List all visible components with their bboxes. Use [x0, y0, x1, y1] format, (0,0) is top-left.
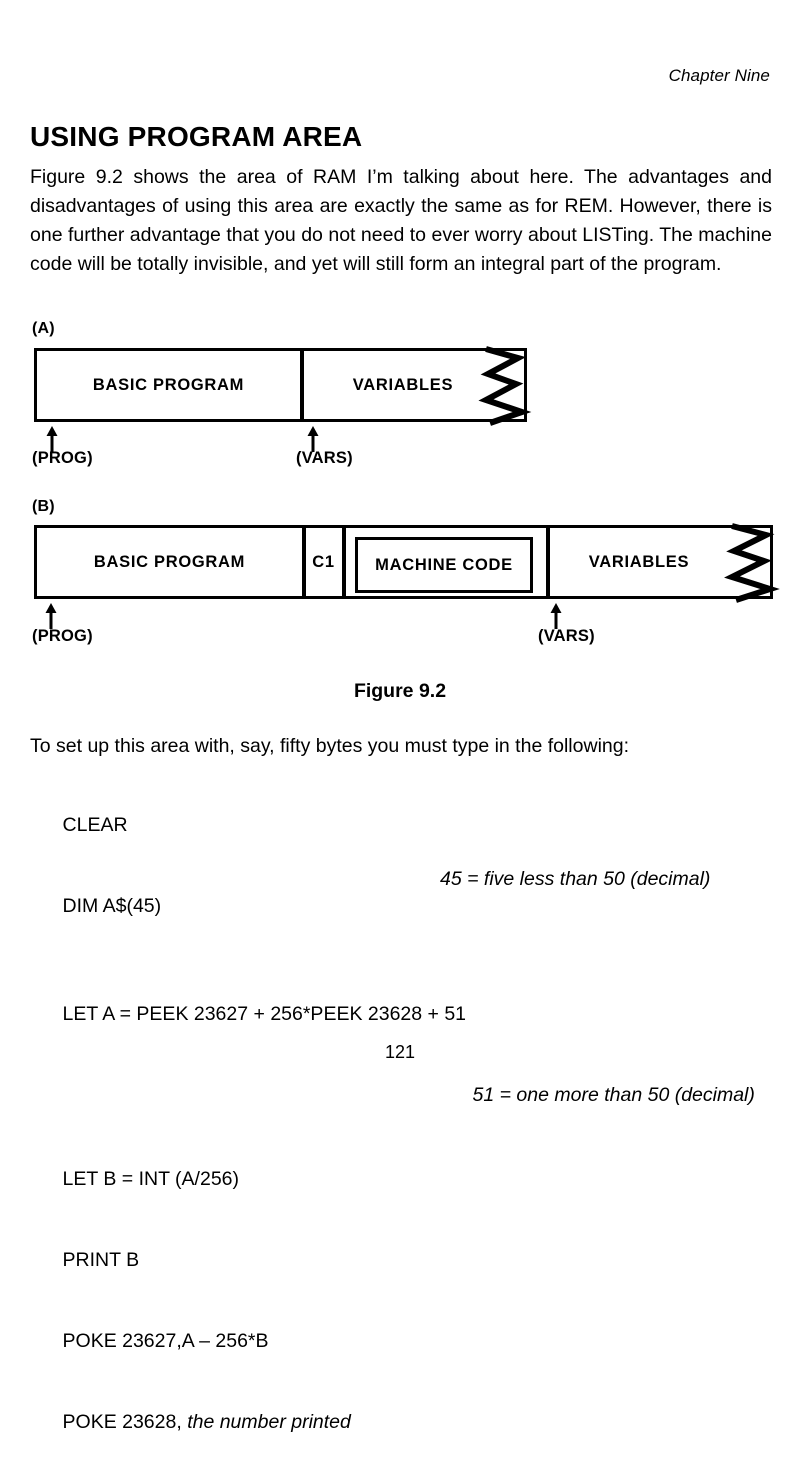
code-line: LET B = INT (A/256): [30, 1139, 772, 1220]
code-line-italic-operand: the number printed: [187, 1411, 351, 1433]
diagram-a-pointer-vars-arrow: [305, 426, 321, 452]
code-line-annotation: 51 = one more than 50 (decimal): [472, 1084, 755, 1106]
setup-paragraph: To set up this area with, say, fifty byt…: [30, 735, 630, 757]
code-line-text: LET A = PEEK 23627 + 256*PEEK 23628 + 51: [62, 1003, 467, 1025]
document-page: Chapter Nine USING PROGRAM AREA Figure 9…: [30, 66, 780, 1433]
diagram-b-pointer-vars-arrow: [548, 603, 564, 629]
diagram-b-divider-c1-left: [302, 528, 306, 596]
diagram-b-pointer-prog-arrow: [43, 603, 59, 629]
code-annotation-line: 51 = one more than 50 (decimal): [30, 1055, 772, 1136]
code-line-text: POKE 23628,: [62, 1411, 188, 1433]
chapter-running-header: Chapter Nine: [668, 66, 770, 85]
code-line: LET A = PEEK 23627 + 256*PEEK 23628 + 51: [30, 974, 772, 1055]
code-line-text: CLEAR: [62, 814, 128, 836]
diagram-b-label: (B): [32, 498, 55, 515]
diagram-a-label: (A): [32, 320, 55, 337]
diagram-b-cell-basic-program: BASIC PROGRAM: [93, 552, 246, 571]
intro-paragraph: Figure 9.2 shows the area of RAM I’m tal…: [30, 163, 772, 279]
diagram-a-memory-bar: BASIC PROGRAM VARIABLES: [34, 348, 527, 422]
diagram-b-cell-c1: C1: [312, 552, 335, 571]
code-line-annotation: 45 = five less than 50 (decimal): [440, 868, 711, 890]
diagram-a-pointer-prog-arrow: [44, 426, 60, 452]
diagram-b-cell-variables: VARIABLES: [588, 552, 690, 571]
diagram-b-cell-machine-code: MACHINE CODE: [355, 537, 533, 593]
page-number: 121: [384, 1042, 416, 1062]
code-line: DIM A$(45) 45 = five less than 50 (decim…: [30, 866, 772, 974]
code-line-text: DIM A$(45): [62, 895, 162, 917]
code-line-text: LET B = INT (A/256): [62, 1168, 239, 1190]
diagram-b-divider-c1-right: [342, 528, 346, 596]
code-line: POKE 23627,A – 256*B: [30, 1301, 772, 1382]
page-title: USING PROGRAM AREA: [30, 120, 363, 152]
diagram-a-cell-variables: VARIABLES: [352, 375, 454, 394]
diagram-a-cell-basic-program: BASIC PROGRAM: [92, 375, 245, 394]
diagram-b-pointer-prog-label: (PROG): [32, 627, 93, 645]
code-listing: CLEAR DIM A$(45) 45 = five less than 50 …: [30, 785, 772, 1463]
diagram-a-pointer-prog-label: (PROG): [32, 449, 93, 467]
code-line: CLEAR: [30, 785, 772, 866]
diagram-a-pointer-vars-label: (VARS): [296, 449, 353, 467]
diagram-a-divider-vars: [300, 351, 304, 419]
diagram-b-pointer-vars-label: (VARS): [538, 627, 595, 645]
code-line-text: POKE 23627,A – 256*B: [62, 1330, 269, 1352]
diagram-b-memory-bar: BASIC PROGRAM C1 MACHINE CODE VARIABLES: [34, 525, 773, 599]
figure-caption: Figure 9.2: [353, 680, 447, 702]
code-line: PRINT B: [30, 1220, 772, 1301]
intro-paragraph-text: Figure 9.2 shows the area of RAM I’m tal…: [30, 166, 772, 275]
code-line-text: PRINT B: [62, 1249, 140, 1271]
code-line: POKE 23628, the number printed: [30, 1382, 772, 1463]
diagram-b-divider-vars: [546, 528, 550, 596]
